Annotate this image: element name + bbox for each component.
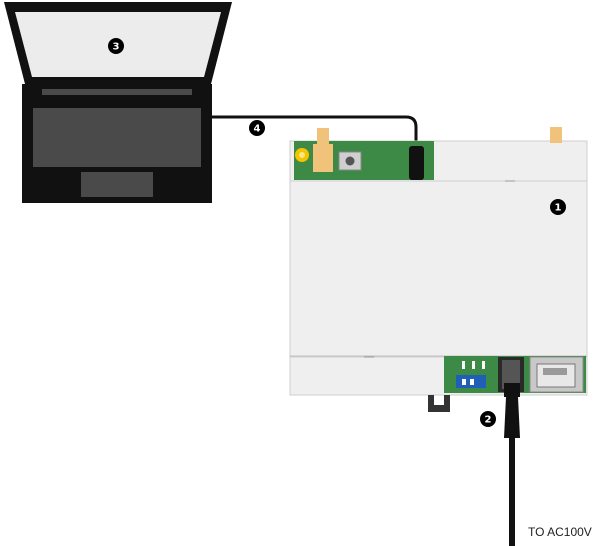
antenna-connector-right xyxy=(550,127,562,143)
lan-cable xyxy=(210,115,418,150)
din-clip xyxy=(428,395,450,412)
callout-power-cable: 2 xyxy=(480,411,496,427)
laptop-speaker-grille xyxy=(42,89,192,95)
antenna-base-left xyxy=(313,144,333,172)
laptop-touchpad xyxy=(81,172,153,197)
power-cable xyxy=(504,383,520,546)
callout-laptop-number: 3 xyxy=(113,42,120,53)
device-body xyxy=(289,180,588,358)
laptop-keyboard xyxy=(33,108,201,167)
power-destination-label: TO AC100V xyxy=(528,525,592,539)
callout-power-cable-number: 2 xyxy=(485,415,492,426)
callout-lan-cable: 4 xyxy=(249,120,265,136)
callout-laptop: 3 xyxy=(108,38,124,54)
antenna-connector-left xyxy=(317,128,329,144)
device xyxy=(289,127,588,412)
callout-device: 1 xyxy=(550,199,566,215)
power-plug xyxy=(504,383,520,397)
callout-device-number: 1 xyxy=(555,203,562,214)
lan-plug xyxy=(409,146,424,180)
callout-lan-cable-number: 4 xyxy=(254,124,261,135)
laptop xyxy=(4,2,232,203)
